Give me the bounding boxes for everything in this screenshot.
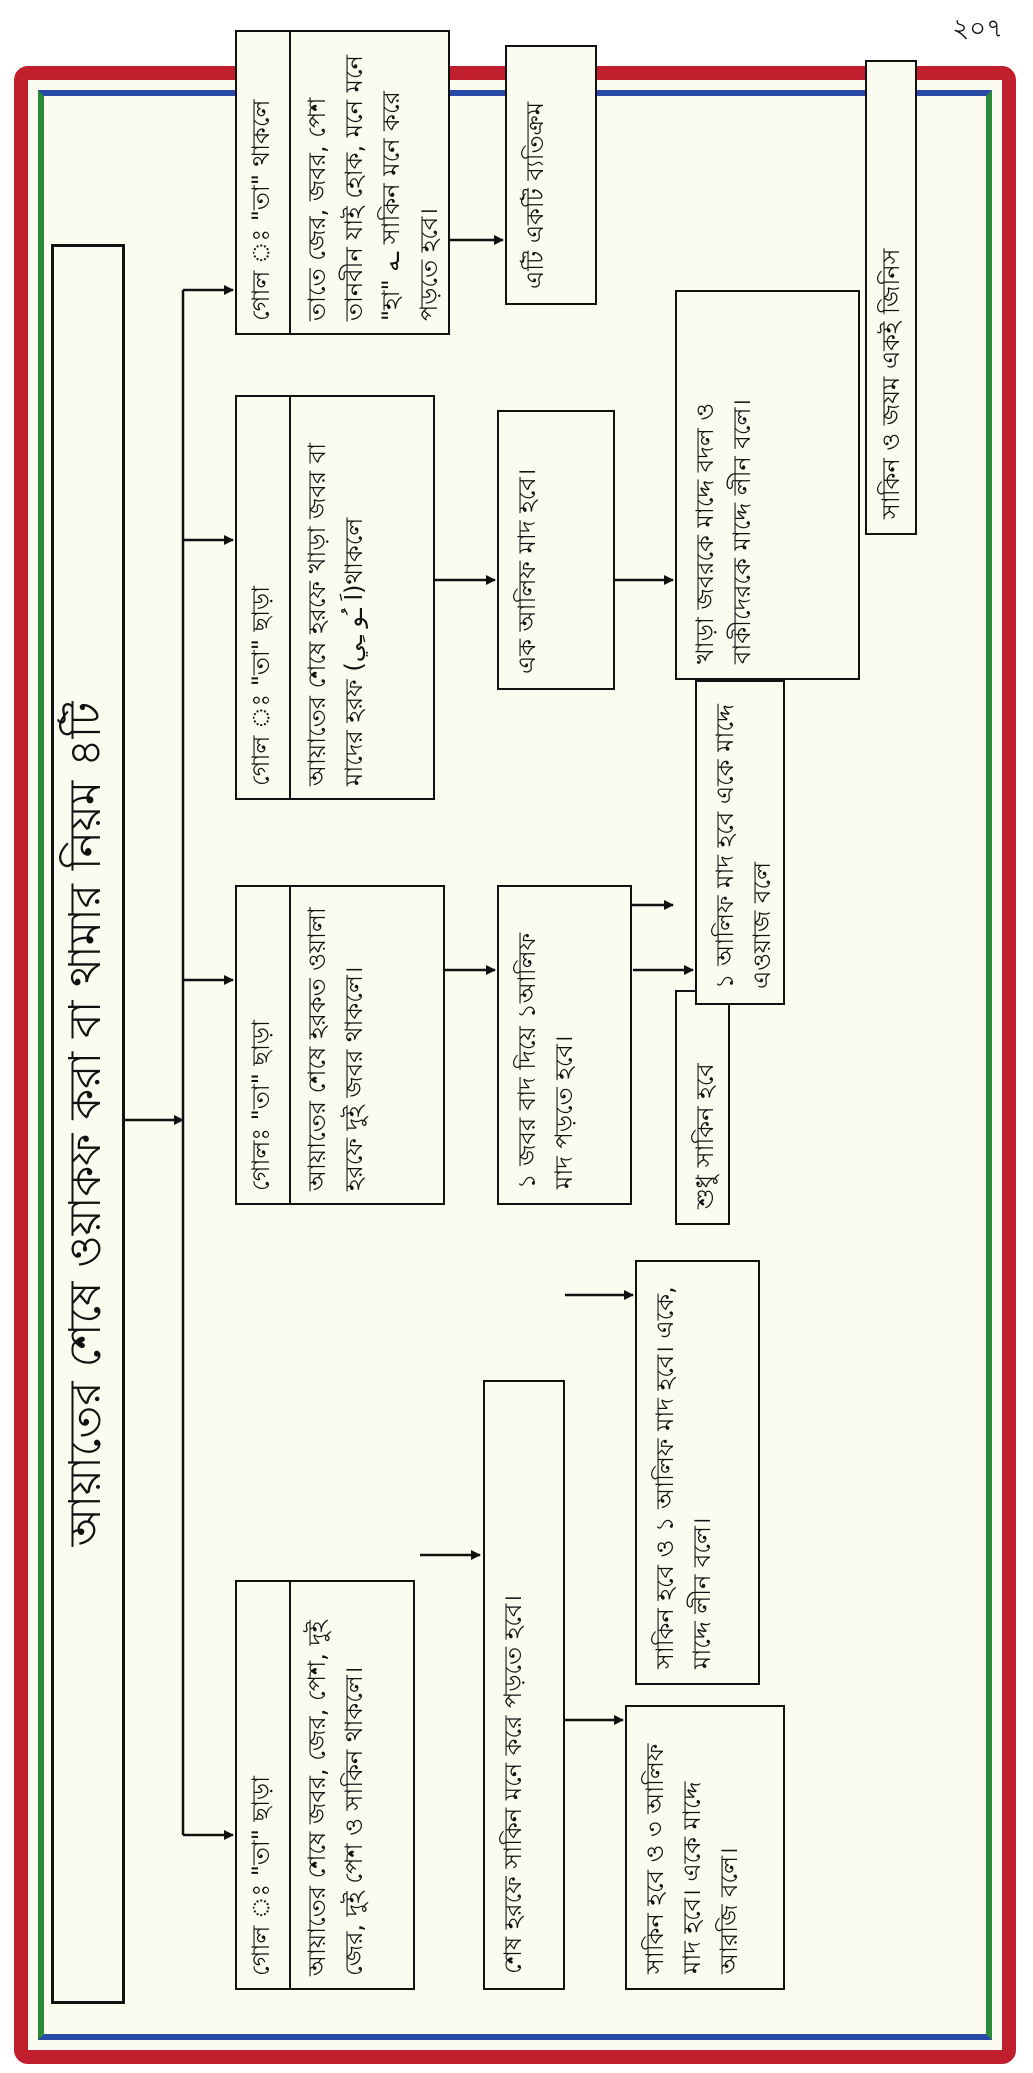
rule-4-step: এটি একটি ব্যতিক্রম <box>505 45 597 305</box>
rule-2-step-2: ১ আলিফ মাদ হবে একে মাদ্দে এওয়াজ বলে <box>695 680 785 1005</box>
rule-box-1: গোল ঃ "তা" ছাড়া আয়াতের শেষে জবর, জের, … <box>235 1580 415 1990</box>
note-box: সাকিন ও জযম একই জিনিস <box>865 60 917 535</box>
rule-box-3: গোল ঃ "তা" ছাড়া আয়াতের শেষে হরফে খাড়া… <box>235 395 435 800</box>
rule-box-4: গোল ঃ "তা" থাকলে তাতে জের, জবর, পেশ তানব… <box>235 30 450 335</box>
rule-1-header: গোল ঃ "তা" ছাড়া <box>237 1582 291 1988</box>
flowchart: আয়াতের শেষে ওয়াকফ করা বা থামার নিয়ম ৪… <box>45 30 987 2010</box>
rule-4-header: গোল ঃ "তা" থাকলে <box>237 32 291 333</box>
rule-1-outcome-2: সাকিন হবে ও ১ আলিফ মাদ হবে। একে, মাদ্দে … <box>635 1260 760 1685</box>
rule-2-header: গোলঃ "তা" ছাড়া <box>237 887 291 1203</box>
rule-box-2: গোলঃ "তা" ছাড়া আয়াতের শেষে হরকত ওয়ালা… <box>235 885 445 1205</box>
rule-2-body: আয়াতের শেষে হরকত ওয়ালা হরফে দুই জবর থা… <box>303 907 369 1191</box>
rule-1-outcome-3: শুধু সাকিন হবে <box>675 990 730 1225</box>
rule-3-header: গোল ঃ "তা" ছাড়া <box>237 397 291 798</box>
rule-3-step-2: খাড়া জবরকে মাদ্দে বদল ও বাকীদেরকে মাদ্দ… <box>675 290 860 680</box>
rule-2-step-1: ১ জবর বাদ দিয়ে ১আলিফ মাদ পড়তে হবে। <box>497 885 632 1205</box>
rule-1-step: শেষ হরফে সাকিন মনে করে পড়তে হবে। <box>483 1380 565 1990</box>
rule-1-body: আয়াতের শেষে জবর, জের, পেশ, দুই জের, দুই… <box>303 1620 369 1976</box>
rule-1-outcome-1: সাকিন হবে ও ৩ আলিফ মাদ হবে। একে মাদ্দে আ… <box>625 1705 785 1990</box>
rule-4-body: তাতে জের, জবর, পেশ তানবীন যাই হোক, মনে ম… <box>303 55 443 321</box>
page-title: আয়াতের শেষে ওয়াকফ করা বা থামার নিয়ম ৪… <box>51 244 125 2004</box>
rule-3-step-1: এক আলিফ মাদ হবে। <box>497 410 615 690</box>
rule-3-body: আয়াতের শেষে হরফে খাড়া জবর বা মাদের হরফ… <box>303 442 369 786</box>
page-number: ২০৭ <box>952 14 1003 44</box>
